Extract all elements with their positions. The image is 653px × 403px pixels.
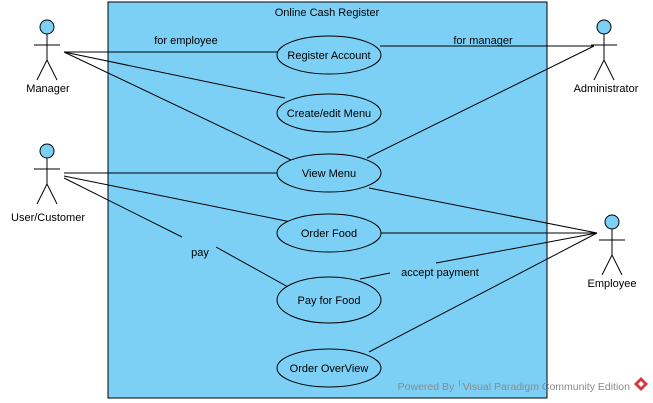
actor-administrator[interactable]: Administrator [574,19,639,95]
actor-user-customer[interactable]: User/Customer [11,143,85,224]
use-case-label: View Menu [302,168,356,180]
assoc-customer-pay-for-food-part2[interactable] [215,246,289,288]
assoc-label-accept-payment: accept payment [401,267,479,279]
assoc-label-for-employee: for employee [154,35,218,47]
use-case-order-overview[interactable]: Order OverView [276,348,382,388]
actor-label: Employee [588,278,637,290]
use-case-label: Register Account [287,50,370,62]
watermark-text: Powered By ╵Visual Paradigm Community Ed… [398,380,630,393]
assoc-label-for-manager: for manager [453,35,513,47]
use-case-label: Create/edit Menu [287,108,371,120]
system-title: Online Cash Register [275,7,380,19]
assoc-employee-pay-for-food-part2[interactable] [435,232,598,264]
visual-paradigm-logo-icon [634,377,648,391]
stick-figure-icon [591,19,617,81]
assoc-manager-create-edit-menu[interactable] [63,51,286,99]
assoc-manager-view-menu[interactable] [63,51,292,161]
actor-label: User/Customer [11,212,85,224]
actor-employee[interactable]: Employee [588,214,637,290]
assoc-customer-pay-for-food-part1[interactable] [63,177,183,238]
associations [63,45,598,353]
stick-figure-icon [34,143,60,205]
use-case-order-food[interactable]: Order Food [276,213,382,253]
use-case-create-edit-menu[interactable]: Create/edit Menu [276,93,382,133]
assoc-label-pay: pay [191,247,209,259]
use-case-label: Pay for Food [298,295,361,307]
assoc-administrator-view-menu[interactable] [366,45,595,159]
actor-manager[interactable]: Manager [26,19,70,95]
stick-figure-icon [34,19,60,81]
assoc-employee-view-menu[interactable] [368,187,598,234]
use-case-view-menu[interactable]: View Menu [276,153,382,193]
stick-figure-icon [599,214,625,276]
actor-label: Administrator [574,83,639,95]
assoc-employee-pay-for-food-part1[interactable] [359,272,391,280]
assoc-employee-order-overview[interactable] [368,232,598,353]
use-case-label: Order Food [301,228,357,240]
use-case-register-account[interactable]: Register Account [276,35,382,75]
actor-label: Manager [26,83,70,95]
use-case-label: Order OverView [290,363,369,375]
use-case-pay-for-food[interactable]: Pay for Food [276,276,382,324]
assoc-customer-order-food[interactable] [63,175,292,223]
